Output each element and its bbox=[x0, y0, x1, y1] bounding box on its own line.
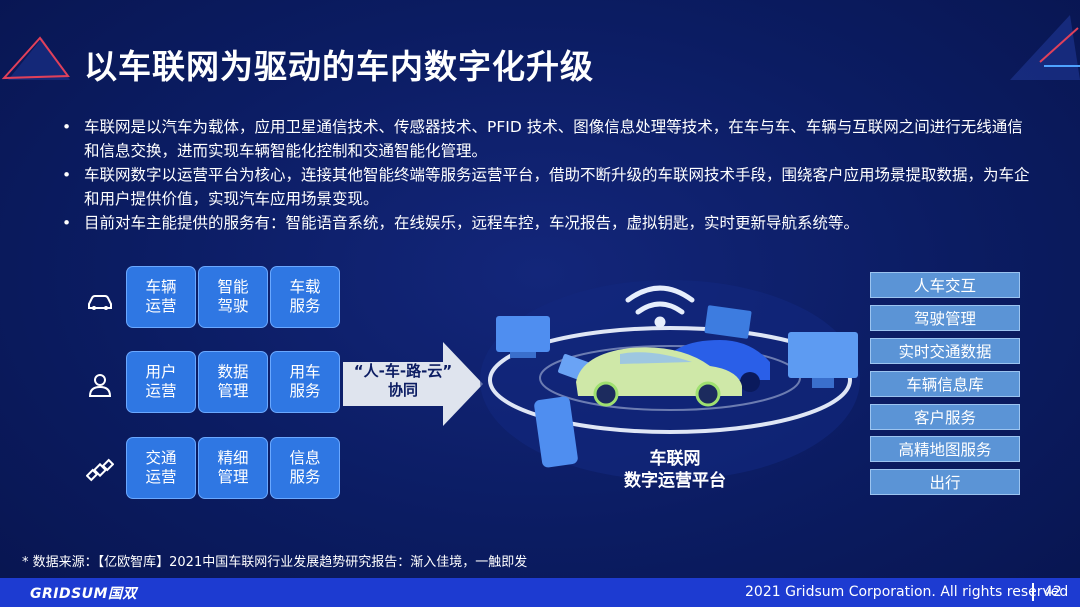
footer-divider bbox=[1032, 583, 1034, 601]
tile-info-service: 信息 服务 bbox=[270, 437, 340, 499]
user-icon bbox=[88, 374, 112, 397]
tile-user-operation: 用户 运营 bbox=[126, 351, 196, 413]
tile-vehicle-service: 车载 服务 bbox=[270, 266, 340, 328]
page-number: 42 bbox=[1044, 584, 1062, 600]
car-icon bbox=[88, 295, 112, 310]
service-item: 客户服务 bbox=[870, 404, 1020, 430]
service-item: 出行 bbox=[870, 469, 1020, 495]
satellite-icon bbox=[86, 458, 114, 482]
hub-label: 车联网 数字运营平台 bbox=[624, 449, 726, 491]
triangle-decoration-left bbox=[1, 36, 70, 80]
bullet-list: 车联网是以汽车为载体，应用卫星通信技术、传感器技术、PFID 技术、图像信息处理… bbox=[62, 115, 1037, 235]
bullet-item: 车联网是以汽车为载体，应用卫星通信技术、传感器技术、PFID 技术、图像信息处理… bbox=[62, 115, 1037, 163]
monitor-icon bbox=[496, 316, 550, 352]
tile-traffic-operation: 交通 运营 bbox=[126, 437, 196, 499]
triangle-decoration-right bbox=[1010, 15, 1080, 80]
service-item: 实时交通数据 bbox=[870, 338, 1020, 364]
service-item: 高精地图服务 bbox=[870, 436, 1020, 462]
bullet-item: 车联网数字以运营平台为核心，连接其他智能终端等服务运营平台，借助不断升级的车联网… bbox=[62, 163, 1037, 211]
tile-car-use-service: 用车 服务 bbox=[270, 351, 340, 413]
footer-bar bbox=[0, 578, 1080, 607]
phone-icon bbox=[534, 396, 578, 468]
service-item: 人车交互 bbox=[870, 272, 1020, 298]
tile-vehicle-operation: 车辆 运营 bbox=[126, 266, 196, 328]
desktop-icon bbox=[788, 332, 858, 378]
service-item: 驾驶管理 bbox=[870, 305, 1020, 331]
green-car-icon bbox=[576, 347, 742, 396]
collaboration-arrow bbox=[343, 342, 483, 426]
gridsum-logo: GRIDSUM国双 bbox=[30, 586, 137, 602]
copyright-text: 2021 Gridsum Corporation. All rights res… bbox=[745, 584, 1069, 600]
tile-smart-driving: 智能 驾驶 bbox=[198, 266, 268, 328]
wifi-icon bbox=[625, 285, 695, 328]
bullet-item: 目前对车主能提供的服务有：智能语音系统，在线娱乐，远程车控，车况报告，虚拟钥匙，… bbox=[62, 211, 1037, 235]
iov-platform-illustration bbox=[480, 280, 860, 480]
page-title: 以车联网为驱动的车内数字化升级 bbox=[84, 47, 594, 86]
tile-fine-management: 精细 管理 bbox=[198, 437, 268, 499]
data-source-note: * 数据来源：【亿欧智库】2021中国车联网行业发展趋势研究报告：渐入佳境，一触… bbox=[22, 555, 528, 570]
tile-data-management: 数据 管理 bbox=[198, 351, 268, 413]
service-item: 车辆信息库 bbox=[870, 371, 1020, 397]
laptop-icon bbox=[704, 305, 752, 339]
arrow-label: “人-车-路-云” 协同 bbox=[353, 362, 453, 399]
